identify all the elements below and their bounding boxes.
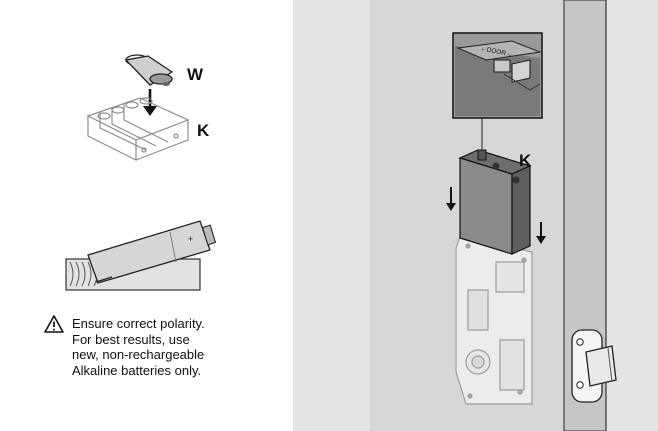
lock-interior (455, 235, 533, 405)
note-line-3: new, non-rechargeable (72, 347, 205, 362)
battery-plus-symbol: + (188, 234, 193, 244)
warning-triangle-icon (44, 315, 64, 333)
aa-battery-single (124, 54, 174, 86)
label-w-top: W (187, 65, 204, 84)
strike-plate (571, 329, 617, 403)
aa-battery-tilted (87, 220, 217, 284)
label-k-right: K (519, 151, 532, 170)
arrow-down-icon-right (536, 222, 546, 244)
insert-arrow-icon (143, 89, 157, 116)
note-line-1: Ensure correct polarity. (72, 316, 205, 331)
note-line-2: For best results, use (72, 331, 190, 347)
battery-pack (458, 149, 532, 255)
detail-inset (452, 32, 543, 119)
polarity-note: Ensure correct polarity. For best result… (72, 316, 272, 378)
battery-holder-empty (86, 97, 190, 161)
label-k-top: K (197, 121, 210, 140)
arrow-down-icon-left (446, 187, 456, 211)
note-line-4: Alkaline batteries only. (72, 362, 202, 378)
